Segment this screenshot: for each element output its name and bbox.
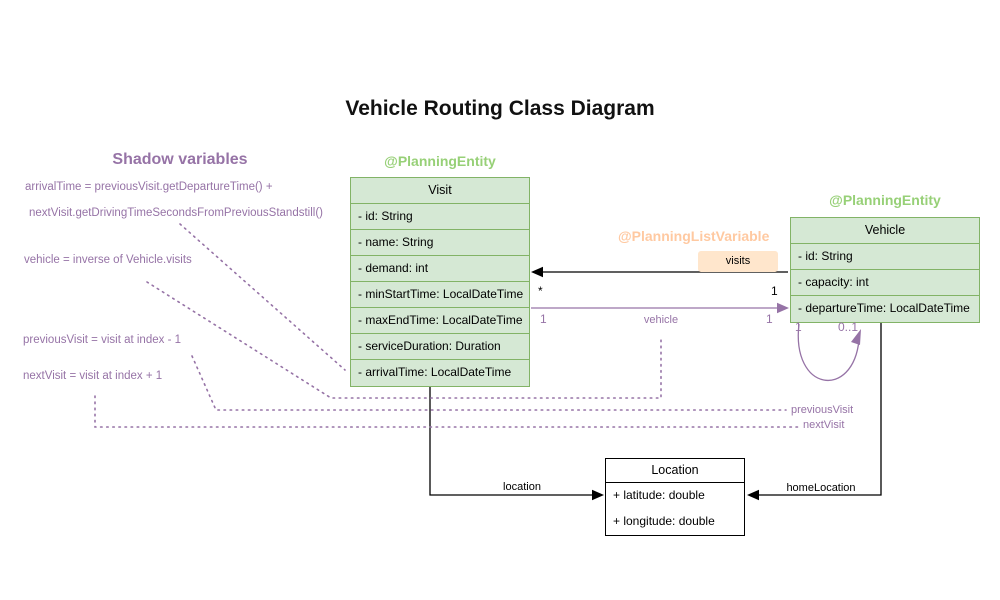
location-class-name: Location xyxy=(606,459,744,483)
visits-edge-label: visits xyxy=(698,251,778,272)
planning-list-variable-annotation: @PlanningListVariable xyxy=(618,228,770,244)
chain-multiplicity-zero-one: 0..1 xyxy=(838,320,859,334)
chain-selfloop-arc xyxy=(797,323,860,381)
visit-class-name: Visit xyxy=(351,178,529,204)
location-arrowhead-icon xyxy=(592,489,604,501)
visit-field-name: - name: String xyxy=(351,230,529,256)
vehicle-field-departuretime: - departureTime: LocalDateTime xyxy=(798,301,970,315)
visit-planning-entity-annotation: @PlanningEntity xyxy=(384,153,496,169)
home-location-edge-label: homeLocation xyxy=(786,482,856,494)
visit-field-minstarttime: - minStartTime: LocalDateTime xyxy=(351,282,529,308)
vehicle-field-id: - id: String xyxy=(791,244,979,270)
diagram-title: Vehicle Routing Class Diagram xyxy=(345,97,655,120)
vehicle-field-capacity: - capacity: int xyxy=(791,270,979,296)
chain-arrowhead-icon xyxy=(851,329,861,345)
vehicle-edge-label: vehicle xyxy=(643,314,679,326)
location-class-box: Location + latitude: double + longitude:… xyxy=(605,458,745,536)
home-location-association-line xyxy=(756,322,882,496)
location-field-longitude: + longitude: double xyxy=(613,514,715,528)
visit-field-serviceduration: - serviceDuration: Duration xyxy=(351,334,529,360)
chain-multiplicity-one: 1 xyxy=(795,320,802,334)
vehicle-arrowhead-icon xyxy=(777,302,789,314)
vehicle-multiplicity-left: 1 xyxy=(540,312,547,326)
vehicle-class-box: Vehicle - id: String - capacity: int - d… xyxy=(790,217,980,323)
formula-nextvisit: nextVisit = visit at index + 1 xyxy=(23,370,163,382)
shadow-variables-heading: Shadow variables xyxy=(112,151,248,168)
previousvisit-edge-label: previousVisit xyxy=(791,404,854,416)
formula-vehicle: vehicle = inverse of Vehicle.visits xyxy=(24,254,192,266)
home-location-arrowhead-icon xyxy=(747,489,759,501)
visits-multiplicity-one: 1 xyxy=(771,284,778,298)
visit-field-id: - id: String xyxy=(351,204,529,230)
location-association-line xyxy=(429,386,594,496)
dotted-link-arrivaltime xyxy=(179,223,346,371)
visit-field-demand: - demand: int xyxy=(351,256,529,282)
location-field-latitude: + latitude: double xyxy=(613,488,705,502)
vehicle-planning-entity-annotation: @PlanningEntity xyxy=(829,192,941,208)
location-edge-label: location xyxy=(503,481,541,493)
formula-arrivaltime-line2: nextVisit.getDrivingTimeSecondsFromPrevi… xyxy=(29,207,323,219)
visit-field-maxendtime: - maxEndTime: LocalDateTime xyxy=(351,308,529,334)
visits-multiplicity-star: * xyxy=(538,284,543,298)
dotted-link-nextvisit xyxy=(94,395,799,428)
vehicle-multiplicity-right: 1 xyxy=(766,312,773,326)
visit-field-arrivaltime-shadow: - arrivalTime: LocalDateTime xyxy=(358,365,512,379)
nextvisit-edge-label: nextVisit xyxy=(803,419,845,431)
visits-arrowhead-icon xyxy=(531,266,543,278)
formula-previousvisit: previousVisit = visit at index - 1 xyxy=(23,334,181,346)
vehicle-class-name: Vehicle xyxy=(791,218,979,244)
dotted-link-previousvisit xyxy=(191,355,787,411)
visit-class-box: Visit - id: String - name: String - dema… xyxy=(350,177,530,387)
formula-arrivaltime-line1: arrivalTime = previousVisit.getDeparture… xyxy=(25,181,273,193)
